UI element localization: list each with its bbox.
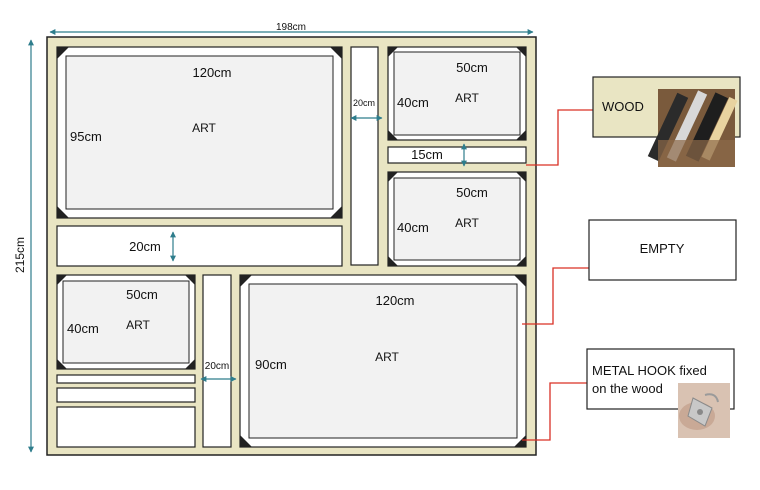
legend-empty: EMPTY [588,219,737,281]
art-small-bottom-height: 40cm [67,321,99,336]
spacer-vertical-bottom [202,274,232,448]
art-small-middle-height: 40cm [397,220,429,235]
art-large-top-label: ART [192,121,216,135]
callout-line-hook [522,382,588,441]
art-frame-small-middle [387,171,527,267]
spacer-vertical-top-label: 20cm [353,98,375,108]
strip-bottom-medium [56,387,196,403]
callout-line-wood [526,109,596,166]
spacer-vertical-bottom-label: 20cm [205,361,229,372]
gap-strip-15cm-label: 15cm [411,147,443,162]
legend-metal-hook: METAL HOOK fixed on the wood [586,348,735,438]
art-small-bottom-width: 50cm [126,287,158,302]
legend-wood: WOOD [592,76,741,167]
spacer-horizontal-label: 20cm [129,239,161,254]
art-frame-large-bottom [239,274,527,448]
art-large-top-width: 120cm [192,65,231,80]
spacer-vertical-top [350,46,379,266]
art-small-top-width: 50cm [456,60,488,75]
art-small-middle-width: 50cm [456,185,488,200]
art-small-middle-label: ART [455,216,479,230]
art-large-bottom-label: ART [375,350,399,364]
wood-sample-photo [647,89,738,167]
legend-hook-line1: METAL HOOK fixed [592,363,707,378]
legend-empty-label: EMPTY [640,241,685,256]
art-frame-large-top [56,46,343,219]
legend-hook-line2: on the wood [592,381,663,396]
spacer-horizontal [56,225,343,267]
art-frame-small-bottom [56,274,196,370]
art-small-top-height: 40cm [397,95,429,110]
gap-strip-15cm [387,146,527,164]
total-height-label: 215cm [13,237,27,273]
art-small-bottom-label: ART [126,318,150,332]
total-width-label: 198cm [276,22,306,33]
art-large-bottom-width: 120cm [375,293,414,308]
metal-hook-photo [678,383,730,438]
callout-line-empty [522,267,590,325]
art-small-top-label: ART [455,91,479,105]
strip-bottom-thin [56,374,196,384]
art-large-top-height: 95cm [70,129,102,144]
art-frame-small-top [387,46,527,141]
legend-wood-label: WOOD [602,99,644,114]
strip-bottom-large [56,406,196,448]
art-large-bottom-height: 90cm [255,357,287,372]
